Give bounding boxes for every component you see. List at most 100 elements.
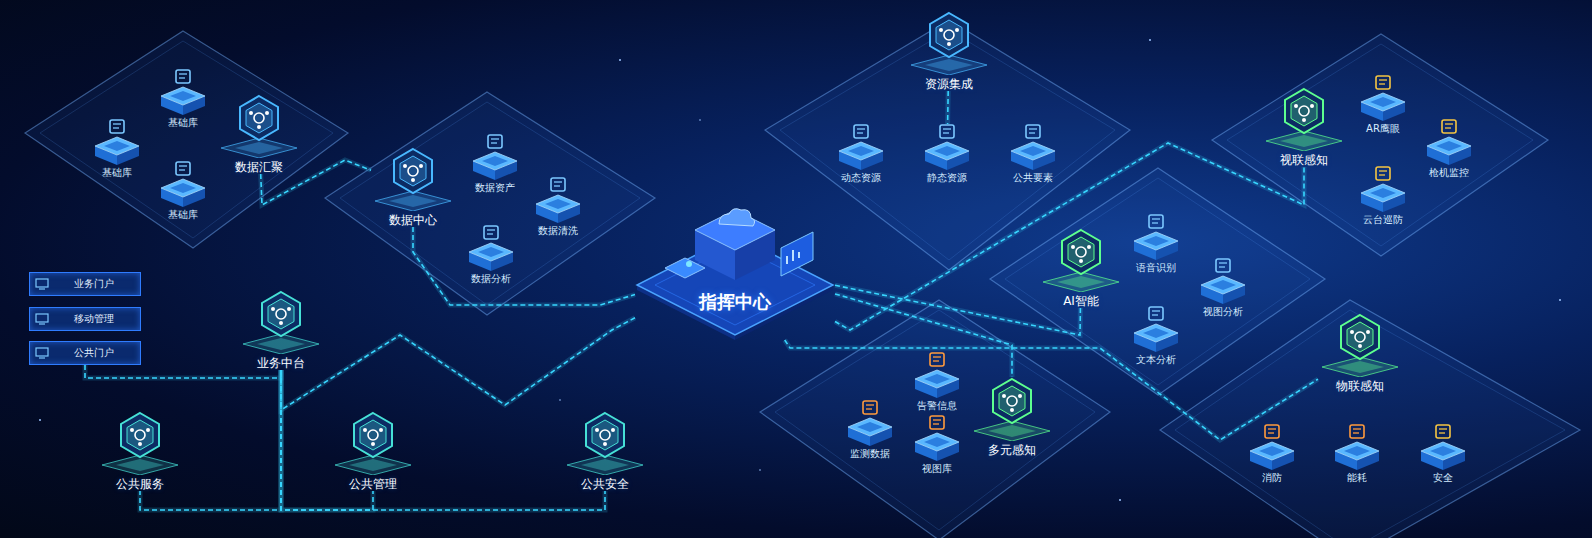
icon-part (925, 59, 973, 71)
icon-part (1210, 280, 1236, 290)
icon-part (1152, 310, 1160, 311)
icon-part (955, 28, 959, 32)
icon-part (170, 91, 196, 101)
node-label: 数据汇聚 (235, 160, 283, 174)
hub-icon (1318, 313, 1402, 377)
module-cube: 告警信息 (909, 352, 965, 412)
connector (281, 318, 635, 410)
icon-part (1268, 432, 1274, 433)
node-label: 能耗 (1347, 472, 1367, 484)
icon-part (400, 156, 426, 186)
icon-part (95, 137, 139, 155)
hub-icon (239, 290, 323, 354)
icon-part (1068, 237, 1094, 267)
icon-part (939, 28, 943, 32)
module-cube: 基础库 (155, 69, 211, 129)
icon-part (1436, 141, 1462, 151)
portal-button: 业务门户 (29, 272, 141, 296)
icon-part (1029, 128, 1037, 129)
icon-part (1335, 442, 1379, 460)
icon-part (1087, 245, 1091, 249)
icon-part (487, 229, 495, 230)
icon-part (179, 165, 187, 166)
hub-icon (371, 147, 455, 211)
icon-part (276, 309, 286, 319)
icon-part (1361, 93, 1405, 111)
icon-part (943, 132, 949, 133)
icon-part (262, 292, 300, 336)
icon-part (265, 111, 269, 115)
icon-part (411, 178, 415, 182)
icon-part (482, 156, 508, 166)
node-label: 数据资产 (475, 182, 515, 194)
icon-part (1002, 394, 1006, 398)
icon-part (930, 353, 944, 366)
icon-part (146, 428, 150, 432)
icon-part (36, 279, 48, 287)
icon-part (1143, 328, 1169, 338)
icon-part (1353, 428, 1361, 429)
icon-part (1219, 262, 1227, 263)
icon-part (249, 111, 253, 115)
icon-part (933, 360, 939, 361)
icon-part (857, 128, 865, 129)
connector-glow (281, 318, 635, 410)
button-icon (35, 278, 49, 290)
icon-part (1379, 170, 1387, 171)
module-cube: 数据资产 (467, 134, 523, 194)
hub-node: 数据汇聚 (217, 94, 301, 174)
node-label: 消防 (1262, 472, 1282, 484)
icon-part (1376, 76, 1390, 89)
icon-part (394, 149, 432, 193)
icon-part (1336, 361, 1384, 373)
icon-part (176, 70, 190, 83)
icon-part (487, 233, 493, 234)
icon-part (595, 428, 599, 432)
connector (281, 370, 605, 510)
cube-icon (1128, 306, 1184, 352)
hub-node: AI智能 (1039, 228, 1123, 308)
iso-panel-inner (340, 102, 640, 305)
icon-part (719, 209, 755, 226)
icon-part (1379, 174, 1385, 175)
icon-part (586, 413, 624, 457)
hub-icon (1039, 228, 1123, 292)
module-cube: 消防 (1244, 424, 1300, 484)
node-label: 视图库 (922, 463, 952, 475)
node-label: 公共安全 (581, 477, 629, 491)
icon-part (943, 128, 951, 129)
portal-button: 公共门户 (29, 341, 141, 365)
iso-panel (760, 300, 1110, 538)
icon-part (930, 416, 944, 429)
icon-part (1152, 218, 1160, 219)
cube-icon (842, 400, 898, 446)
iso-panel-inner (1227, 44, 1533, 246)
icon-part (1029, 132, 1035, 133)
icon-part (1294, 104, 1298, 108)
module-cube: 能耗 (1329, 424, 1385, 484)
icon-part (1250, 442, 1294, 460)
icon-part (257, 125, 261, 129)
icon-part (857, 132, 863, 133)
icon-part (1219, 266, 1225, 267)
hub-node: 数据中心 (371, 147, 455, 227)
cube-icon (89, 119, 145, 165)
icon-part (268, 299, 294, 329)
module-cube: 基础库 (89, 119, 145, 179)
node-label: 语音识别 (1136, 262, 1176, 274)
icon-part (379, 428, 383, 432)
icon-part (1379, 83, 1385, 84)
iso-panel (1160, 300, 1580, 538)
icon-part (915, 433, 959, 451)
cube-icon (155, 161, 211, 207)
star (559, 399, 561, 401)
node-label: 告警信息 (917, 400, 957, 412)
icon-part (484, 226, 498, 239)
icon-part (491, 138, 499, 139)
icon-part (781, 232, 813, 276)
icon-part (1344, 446, 1370, 456)
star (1559, 299, 1561, 301)
node-label: 基础库 (102, 167, 132, 179)
node-label: AR鹰眼 (1366, 123, 1400, 135)
icon-part (925, 142, 969, 160)
